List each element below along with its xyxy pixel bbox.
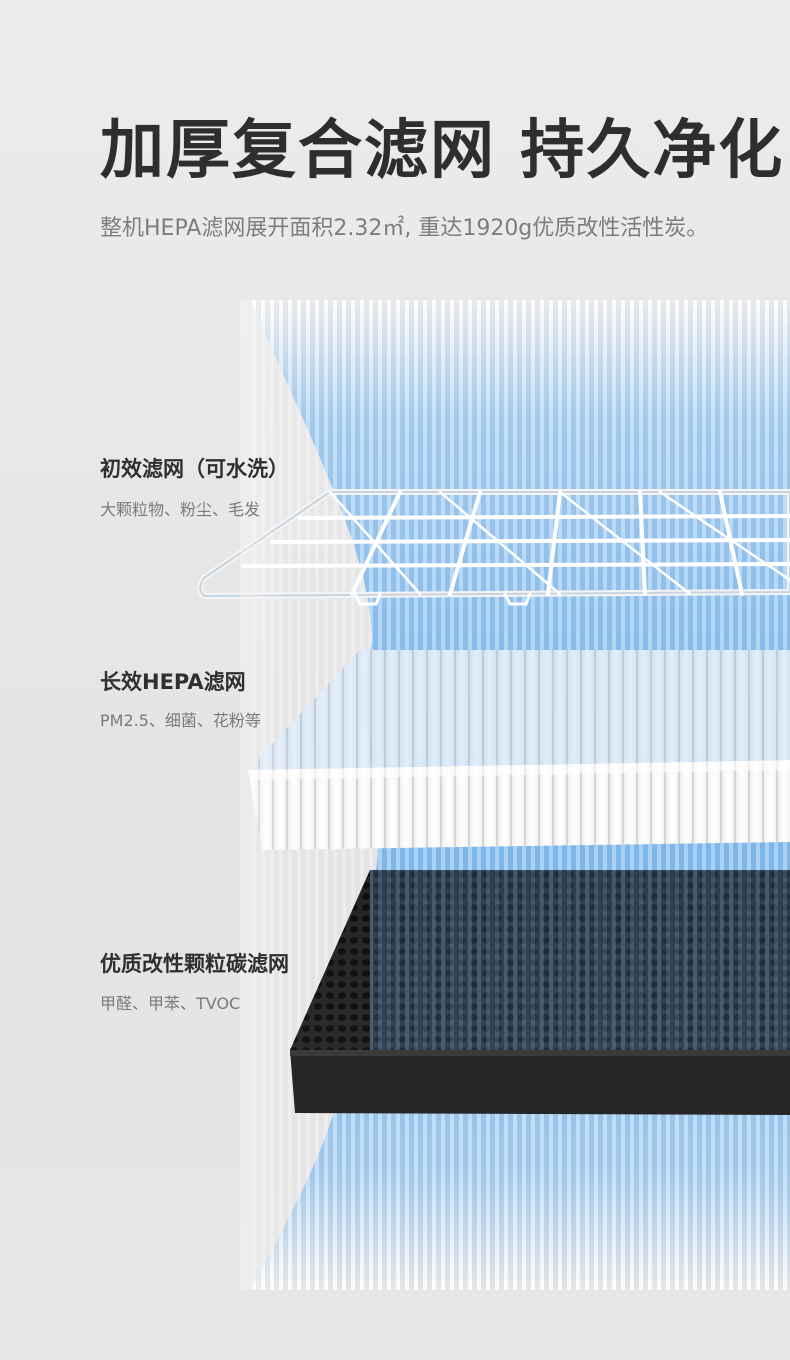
page-title: 加厚复合滤网 持久净化 — [100, 114, 785, 188]
carbon-filter-title: 优质改性颗粒碳滤网 — [100, 952, 289, 976]
hepa-filter-title: 长效HEPA滤网 — [100, 670, 246, 694]
page-subtitle: 整机HEPA滤网展开面积2.32㎡, 重达1920g优质改性活性炭。 — [100, 216, 709, 241]
pre-filter-description: 大颗粒物、粉尘、毛发 — [100, 500, 261, 519]
hepa-filter-block — [248, 650, 790, 850]
hepa-filter-description: PM2.5、细菌、花粉等 — [100, 711, 261, 730]
carbon-filter-description: 甲醛、甲苯、TVOC — [100, 994, 241, 1013]
pre-filter-title: 初效滤网（可水洗） — [100, 457, 289, 481]
